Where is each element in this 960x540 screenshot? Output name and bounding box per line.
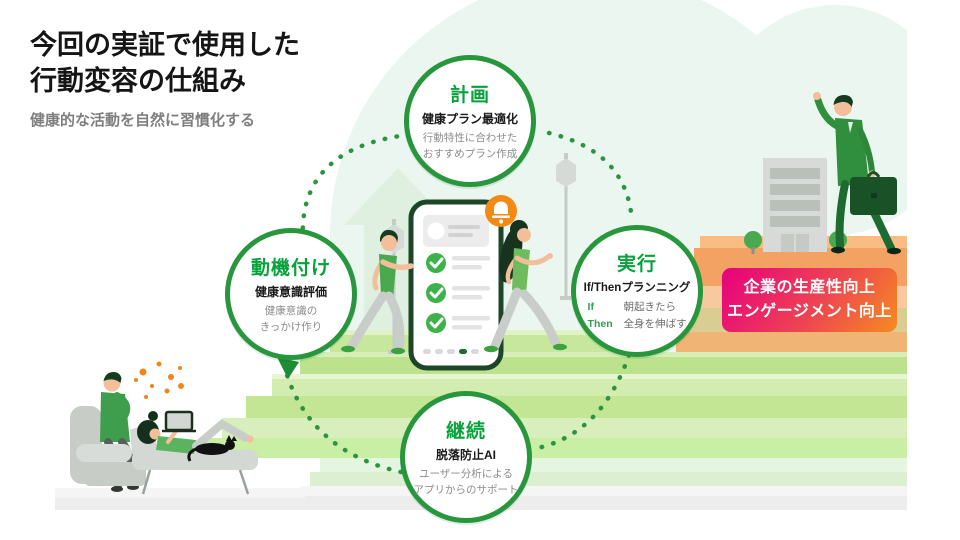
step-subheading: If/Thenプランニング xyxy=(583,282,691,295)
step-heading: 実行 xyxy=(616,254,657,276)
businessman-illustration xyxy=(813,92,901,255)
avatar xyxy=(427,222,445,240)
step-heading: 計画 xyxy=(449,84,490,106)
step-subheading: 脱落防止AI xyxy=(435,447,496,462)
if-then-example: If 朝起きたら Then 全身を伸ばす xyxy=(588,299,687,333)
title-block: 今回の実証で使用した 行動変容の仕組み 健康的な活動を自然に習慣化する xyxy=(30,28,300,130)
title-line-1: 今回の実証で使用した xyxy=(30,30,300,60)
cycle-step-execution: 実行 If/Thenプランニング If 朝起きたら Then 全身を伸ばす xyxy=(571,225,703,357)
cycle-step-plan: 計画 健康プラン最適化 行動特性に合わせた おすすめプラン作成 xyxy=(404,55,536,187)
walking-woman xyxy=(484,220,567,353)
couch-scene xyxy=(70,361,258,495)
step-description: 行動特性に合わせた おすすめプラン作成 xyxy=(422,131,518,160)
laptop-icon xyxy=(162,410,196,433)
cycle-step-motivation: 動機付け 健康意識評価 健康意識の きっかけ作り xyxy=(225,228,357,360)
walking-man xyxy=(341,229,414,355)
phone-illustration xyxy=(408,195,517,371)
page-title: 今回の実証で使用した 行動変容の仕組み xyxy=(30,28,300,99)
step-description: 健康意識の きっかけ作り xyxy=(259,304,323,333)
step-subheading: 健康プラン最適化 xyxy=(421,111,518,126)
step-heading: 継続 xyxy=(445,420,486,442)
outcome-line-1: 企業の生産性向上 xyxy=(743,279,876,296)
checkmark-icon xyxy=(426,283,490,303)
if-value: 朝起きたら xyxy=(623,301,676,314)
step-subheading: 健康意識評価 xyxy=(254,284,327,299)
page-subtitle: 健康的な活動を自然に習慣化する xyxy=(30,112,256,130)
checkmark-icon xyxy=(426,253,490,273)
pagination-dots xyxy=(423,349,479,354)
outcome-line-2: エンゲージメント向上 xyxy=(727,303,892,320)
step-description: ユーザー分析による アプリからのサポート xyxy=(413,467,519,496)
lying-woman xyxy=(137,410,254,454)
checkmark-icon xyxy=(426,313,490,333)
thought-dots xyxy=(134,361,184,399)
arrowhead-icon xyxy=(277,357,299,379)
title-line-2: 行動変容の仕組み xyxy=(30,65,246,96)
street-lamp xyxy=(556,153,576,300)
cycle-step-continuation: 継続 脱落防止AI ユーザー分析による アプリからのサポート xyxy=(400,391,532,523)
if-label: If xyxy=(587,301,594,314)
tree-icon xyxy=(744,231,762,254)
step-heading: 動機付け xyxy=(250,257,331,279)
arc-continuation-to-motivation xyxy=(283,369,404,475)
outcome-badge: 企業の生産性向上 エンゲージメント向上 xyxy=(722,268,897,332)
bell-notification-icon xyxy=(485,195,517,227)
then-value: 全身を伸ばす xyxy=(623,318,687,330)
briefcase-icon xyxy=(850,171,897,215)
then-row: Then 全身を伸ばす xyxy=(588,316,687,333)
dotted-cycle-arcs xyxy=(283,130,635,475)
office-building xyxy=(744,158,847,254)
if-row: If 朝起きたら xyxy=(588,299,687,316)
cat-illustration xyxy=(187,435,237,462)
then-label: Then xyxy=(587,318,613,330)
